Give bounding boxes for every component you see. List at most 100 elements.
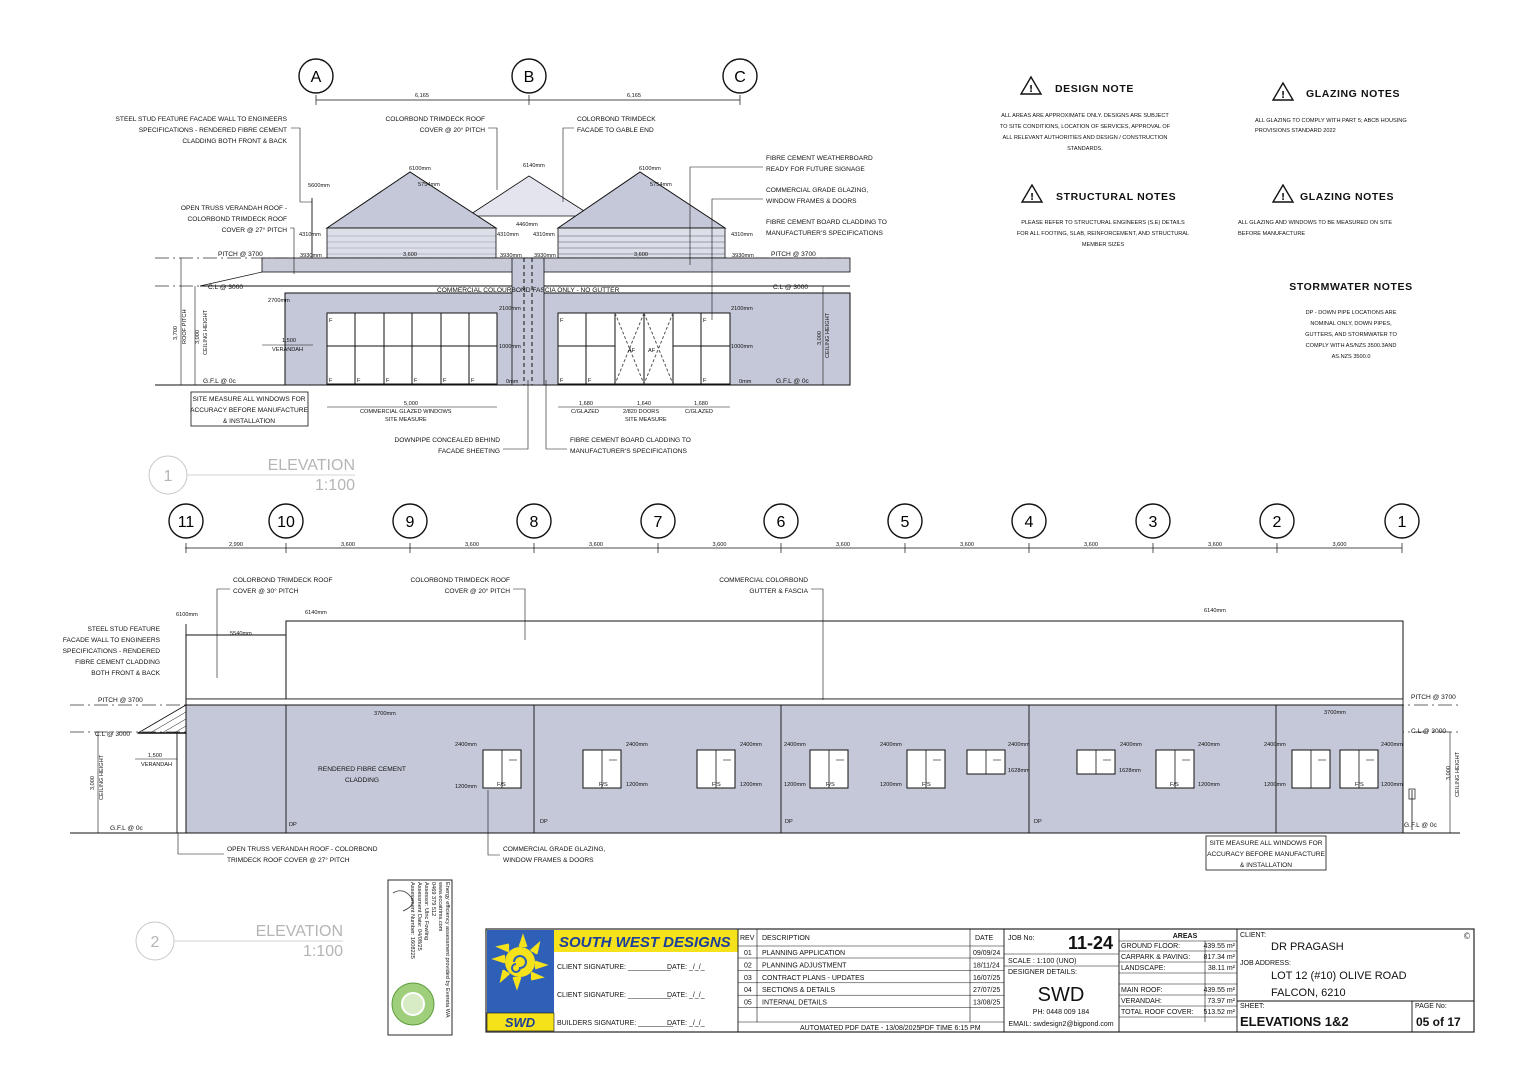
cl-level-right: C.L @ 3000 (773, 284, 808, 291)
callout-site-measure: SITE MEASURE ALL WINDOWS FOR ACCURACY BE… (190, 391, 309, 427)
area-label: TOTAL ROOF COVER: (1121, 1009, 1194, 1016)
cl-level-left: C.L @ 3000 (208, 284, 243, 291)
designer-code: SWD (1038, 984, 1085, 1006)
h-3930: 3930mm (300, 253, 322, 259)
svg-text:FIBRE CEMENT CLADDING: FIBRE CEMENT CLADDING (75, 659, 160, 666)
callout-steel-e2: STEEL STUD FEATURE FACADE WALL TO ENGINE… (63, 626, 161, 677)
revision-description: INTERNAL DETAILS (762, 1000, 827, 1007)
revision-number: 02 (744, 962, 752, 969)
window-dim-label: F/S (1170, 782, 1179, 788)
grid-bubble (268, 503, 304, 539)
svg-text:STRUCTURAL NOTES: STRUCTURAL NOTES (1056, 191, 1176, 203)
h-4460: 4460mm (516, 222, 538, 228)
window-dim-label: F/S (497, 782, 506, 788)
svg-text:Assessment Number: 1608225: Assessment Number: 1608225 (409, 882, 415, 959)
glazing-notes-1: ! GLAZING NOTES ALL GLAZING TO COMPLY WI… (1255, 81, 1407, 134)
dp-4: DP (1034, 819, 1042, 825)
door-af-1: AF (628, 348, 636, 354)
company-name: SOUTH WEST DESIGNS (559, 934, 731, 951)
svg-text:ELEVATION: ELEVATION (256, 923, 343, 940)
svg-text:COLORBOND TRIMDECK ROOF: COLORBOND TRIMDECK ROOF (187, 216, 287, 223)
svg-text:COLORBOND TRIMDECK ROOF: COLORBOND TRIMDECK ROOF (233, 577, 333, 584)
revision-number: 03 (744, 975, 752, 982)
window-dim-label: F/S (599, 782, 608, 788)
inner-dim-r: 3,600 (634, 252, 648, 258)
callout-glaze-e2: COMMERCIAL GRADE GLAZING, WINDOW FRAMES … (487, 790, 606, 864)
grid-bubble (640, 503, 676, 539)
client-cell: CLIENT: DR PRAGASH JOB ADDRESS: LOT 12 (… (1237, 932, 1474, 1032)
window-dim-label: 2400mm (1120, 742, 1142, 748)
grid-bubble-label: 11 (178, 514, 195, 531)
svg-text:DESIGN NOTE: DESIGN NOTE (1055, 83, 1134, 95)
area-value: 439.55 m² (1203, 987, 1235, 994)
svg-text:AS.NZS 3500.0: AS.NZS 3500.0 (1332, 354, 1371, 360)
svg-text:ALL GLAZING TO COMPLY WITH PAR: ALL GLAZING TO COMPLY WITH PART 5; ABCB … (1255, 118, 1407, 124)
h-3700-e2-right: 3700mm (1324, 710, 1346, 716)
svg-text:ALL RELEVANT AUTHORITIES AND D: ALL RELEVANT AUTHORITIES AND DESIGN / CO… (1003, 135, 1168, 141)
sun-logo-icon (491, 933, 549, 991)
svg-text:FIBRE CEMENT WEATHERBOARD: FIBRE CEMENT WEATHERBOARD (766, 155, 873, 162)
elevation-2: 112,990103,60093,60083,60073,60063,60053… (63, 503, 1461, 961)
window-dim-label: 1200mm (784, 782, 806, 788)
signature-icon (392, 890, 414, 912)
job-number: 11-24 (1068, 933, 1113, 953)
window-dim-label: 2400mm (740, 742, 762, 748)
client-signature-2: CLIENT SIGNATURE: ___________ (557, 992, 671, 999)
revision-description: PLANNING APPLICATION (762, 950, 845, 957)
grid-dim: 3,600 (836, 542, 850, 548)
h-5600: 5600mm (308, 183, 330, 189)
svg-text:PAGE No:: PAGE No: (1415, 1003, 1447, 1010)
pitch-level-e2-left: PITCH @ 3700 (98, 697, 143, 704)
callout-colorbond-facade: COLORBOND TRIMDECK FACADE TO GABLE END (562, 116, 656, 202)
h-3930-c: 3930mm (534, 253, 556, 259)
callout-roof-30: COLORBOND TRIMDECK ROOF COVER @ 30° PITC… (216, 577, 333, 678)
svg-text:DP - DOWN PIPE LOCATIONS ARE: DP - DOWN PIPE LOCATIONS ARE (1306, 310, 1397, 316)
grid-dim: 3,600 (713, 542, 727, 548)
grid-bubble-c: C (722, 58, 758, 94)
svg-text:COLORBOND TRIMDECK ROOF: COLORBOND TRIMDECK ROOF (385, 116, 485, 123)
grid-bubble-a: A (298, 58, 334, 94)
svg-text:1: 1 (164, 468, 173, 485)
svg-text:COMMERCIAL GRADE GLAZING,: COMMERCIAL GRADE GLAZING, (503, 846, 606, 853)
h-1000-r: 1000mm (731, 344, 753, 350)
doors-label: 2/820 DOORS (623, 409, 659, 415)
ceil-dim-e2-left: 3,000 (90, 776, 96, 790)
svg-text:SITE MEASURE ALL WINDOWS FOR: SITE MEASURE ALL WINDOWS FOR (1210, 840, 1323, 847)
window-dim-label: 1628mm (1008, 768, 1030, 774)
builders-date: DATE: _/_/_ (667, 1020, 705, 1027)
gfl-level-e2-left: G.F.L @ 0c (110, 825, 144, 832)
h-5754-r: 5754mm (650, 182, 672, 188)
svg-text:OPEN TRUSS VERANDAH ROOF - COL: OPEN TRUSS VERANDAH ROOF - COLORBOND (227, 846, 378, 853)
svg-text:ALL AREAS ARE APPROXIMATE ONLY: ALL AREAS ARE APPROXIMATE ONLY. DESIGNS … (1001, 113, 1169, 119)
svg-text:2: 2 (151, 934, 160, 951)
svg-text:1:100: 1:100 (315, 477, 355, 494)
callout-board-cladding-b: FIBRE CEMENT BOARD CLADDING TO MANUFACTU… (545, 380, 691, 455)
svg-text:AUTOMATED: AUTOMATED (800, 1025, 843, 1032)
area-value: 817.34 m² (1203, 954, 1235, 961)
svg-text:ACCURACY BEFORE MANUFACTURE: ACCURACY BEFORE MANUFACTURE (1207, 851, 1325, 858)
svg-text:NOMINAL ONLY, DOWN PIPES,: NOMINAL ONLY, DOWN PIPES, (1310, 321, 1392, 327)
svg-text:FIBRE CEMENT BOARD CLADDING TO: FIBRE CEMENT BOARD CLADDING TO (766, 219, 887, 226)
design-note: ! DESIGN NOTE ALL AREAS ARE APPROXIMATE … (1000, 75, 1171, 152)
svg-text:FACADE WALL TO ENGINEERS: FACADE WALL TO ENGINEERS (63, 637, 161, 644)
window-dim-label: 2400mm (455, 742, 477, 748)
roof-pitch-dim: 3,700 (173, 326, 179, 340)
svg-text:AREAS: AREAS (1173, 933, 1198, 940)
svg-text:FOR ALL FOOTING, SLAB, REINFOR: FOR ALL FOOTING, SLAB, REINFORCEMENT, AN… (1017, 231, 1189, 237)
svg-text:JOB ADDRESS:: JOB ADDRESS: (1240, 960, 1291, 967)
window-dim-label: 2400mm (626, 742, 648, 748)
cl-level-e2-right: C.L @ 3000 (1411, 728, 1446, 735)
fixed-pane-label: F (357, 378, 361, 384)
pitch-level-right: PITCH @ 3700 (771, 251, 816, 258)
fixed-pane-label: F (443, 378, 447, 384)
svg-text:& INSTALLATION: & INSTALLATION (223, 418, 275, 425)
svg-text:ELEVATION: ELEVATION (268, 457, 355, 474)
svg-text:BOTH FRONT & BACK: BOTH FRONT & BACK (91, 670, 160, 677)
grid-dim: 3,600 (589, 542, 603, 548)
client-signature-1: CLIENT SIGNATURE: ___________ (557, 964, 671, 971)
grid-bubble (1135, 503, 1171, 539)
fixed-pane-label: F (329, 318, 333, 324)
title-block: SWD SOUTH WEST DESIGNS CLIENT SIGNATURE:… (485, 928, 1475, 1033)
callout-site-e2: SITE MEASURE ALL WINDOWS FOR ACCURACY BE… (1205, 835, 1327, 871)
main-roof-side (285, 620, 1404, 700)
